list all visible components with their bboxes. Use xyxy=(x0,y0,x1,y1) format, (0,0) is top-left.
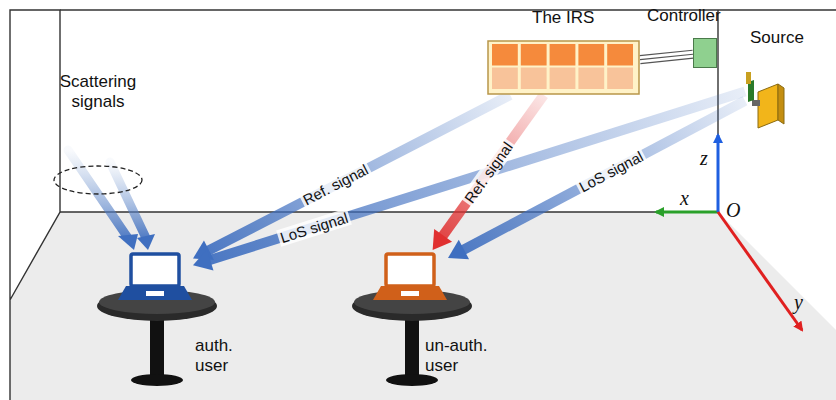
node-label: Controller xyxy=(647,6,721,26)
irs-element xyxy=(521,44,547,66)
irs-element xyxy=(492,68,518,90)
signal-arrow xyxy=(448,101,745,260)
node-user: auth. user xyxy=(125,250,193,302)
node-irs: The IRS xyxy=(487,40,640,95)
arrow-head xyxy=(193,249,213,270)
control-wire xyxy=(640,58,693,63)
edge-label: Ref. signal xyxy=(299,160,373,209)
axis-label: y xyxy=(794,292,803,312)
arrow-head xyxy=(448,240,469,259)
irs-element xyxy=(578,44,604,66)
signal-band xyxy=(208,92,745,261)
irs-frame xyxy=(488,41,639,94)
signal-band xyxy=(462,101,745,251)
node-label: un-auth. user xyxy=(425,336,500,376)
irs-element xyxy=(550,68,576,90)
irs-element xyxy=(578,68,604,90)
irs-panel xyxy=(487,40,640,95)
irs-element xyxy=(607,68,633,90)
floor xyxy=(10,212,836,400)
edge-label: LoS signal xyxy=(575,147,648,197)
node-label: The IRS xyxy=(532,8,594,28)
arrow-head xyxy=(433,229,452,250)
left-wall xyxy=(10,10,60,400)
node-ctrl: Controller xyxy=(693,38,717,68)
node-user: un-auth. user xyxy=(380,250,448,302)
axis-label: O xyxy=(726,200,740,220)
node-label: auth. user xyxy=(195,336,250,376)
irs-element xyxy=(521,68,547,90)
control-link xyxy=(640,50,694,63)
source-antenna xyxy=(746,72,784,128)
x-axis xyxy=(656,211,718,214)
signal-arrow xyxy=(193,92,745,271)
y-axis xyxy=(718,212,802,330)
floor-edge xyxy=(60,211,718,212)
signal-arrow xyxy=(433,95,544,250)
irs-element xyxy=(550,44,576,66)
node-label: Source xyxy=(750,28,804,48)
axis-label: z xyxy=(700,148,708,168)
edge-label: Ref. signal xyxy=(459,137,516,208)
annotation-label: Scattering signals xyxy=(48,72,148,112)
z-axis xyxy=(717,135,720,212)
axis-label: x xyxy=(680,188,689,208)
ceiling-edge xyxy=(60,9,718,10)
signal-band xyxy=(207,95,510,251)
scattering-signals xyxy=(54,150,155,250)
irs-element xyxy=(492,44,518,66)
irs-element xyxy=(607,44,633,66)
ceiling-edge xyxy=(718,9,836,10)
node-src: Source xyxy=(745,28,831,128)
controller-box xyxy=(693,38,717,68)
